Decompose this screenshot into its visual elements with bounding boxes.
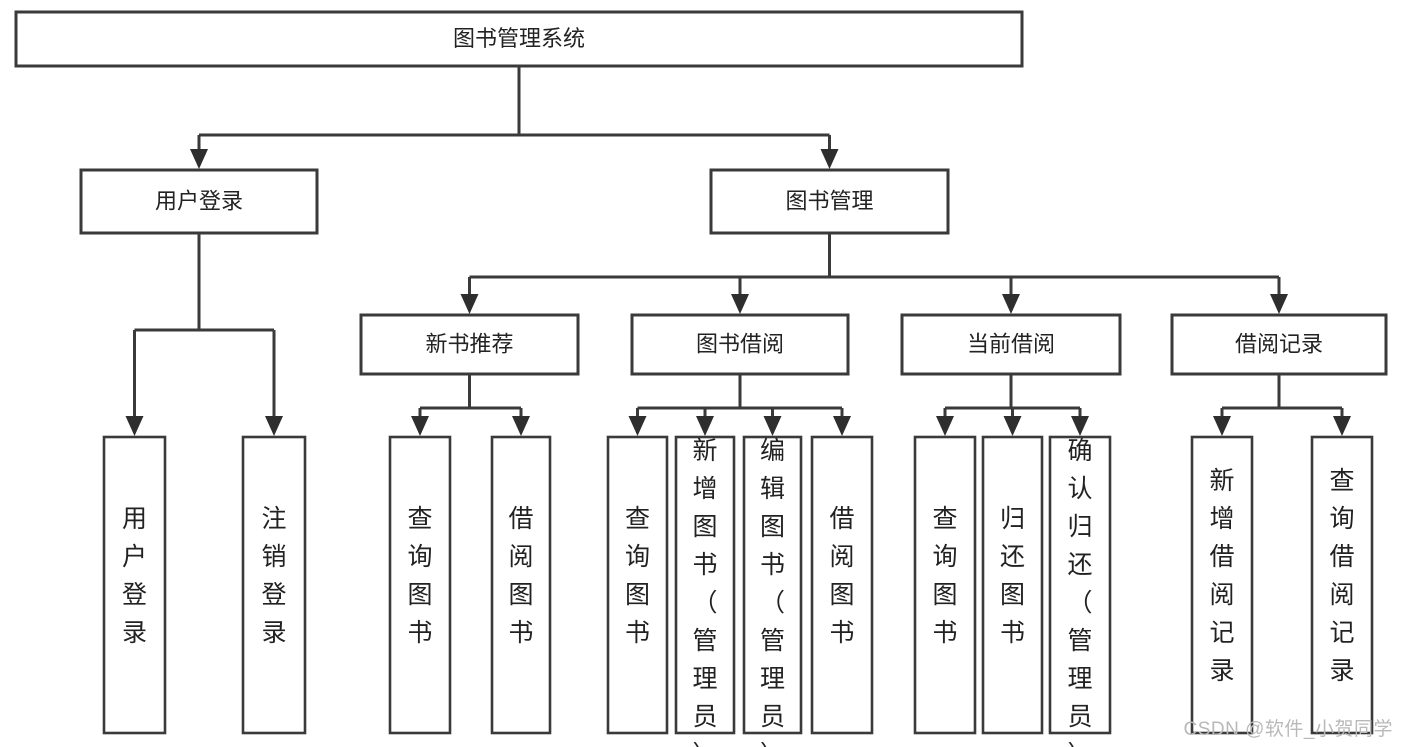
node-rect xyxy=(14,10,1024,68)
level3-node-2[interactable]: 图书借阅 xyxy=(630,313,850,376)
leaf-node-10[interactable]: 归还图书 xyxy=(981,435,1044,735)
arrow-head-icon xyxy=(411,416,429,436)
node-rect xyxy=(709,168,950,235)
node-rect xyxy=(810,435,874,735)
leaf-label: 编辑图书（管理员） xyxy=(760,437,785,747)
node-label: 当前借阅 xyxy=(967,331,1055,356)
arrow-head-icon xyxy=(265,416,283,436)
leaf-node-5[interactable]: 查询图书 xyxy=(606,435,669,735)
node-rect xyxy=(913,435,977,735)
node-rect xyxy=(241,435,307,735)
leaf-node-3[interactable]: 查询图书 xyxy=(388,435,452,735)
arrow-head-icon xyxy=(190,149,208,169)
arrow-head-icon xyxy=(125,416,144,436)
node-rect xyxy=(388,435,452,735)
arrow-head-icon xyxy=(1003,416,1022,436)
arrow-head-icon xyxy=(936,416,954,436)
node-rect xyxy=(981,435,1044,735)
leaf-label: 查询图书 xyxy=(625,505,650,647)
root-node-book-management-system[interactable]: 图书管理系统 xyxy=(14,10,1024,68)
leaf-label: 借阅图书 xyxy=(829,505,854,647)
leaf-node-1[interactable]: 用户登录 xyxy=(102,435,167,735)
node-rect xyxy=(79,168,319,235)
leaf-node-2[interactable]: 注销登录 xyxy=(241,435,307,735)
leaf-label: 查询图书 xyxy=(407,505,432,647)
node-rect xyxy=(1310,435,1374,735)
level3-node-3[interactable]: 当前借阅 xyxy=(900,313,1122,376)
node-label: 新书推荐 xyxy=(425,331,513,356)
leaf-label: 用户登录 xyxy=(122,505,147,647)
node-rect xyxy=(900,313,1122,376)
arrow-head-icon xyxy=(763,416,782,436)
leaf-label: 借阅图书 xyxy=(508,505,533,647)
arrow-head-icon xyxy=(1071,416,1089,436)
node-rect xyxy=(359,313,580,376)
level3-node-1[interactable]: 新书推荐 xyxy=(359,313,580,376)
leaf-node-11[interactable]: 确认归还（管理员） xyxy=(1048,435,1112,747)
node-label: 图书借阅 xyxy=(696,331,784,356)
level2-node-2[interactable]: 图书管理 xyxy=(709,168,950,235)
arrow-head-icon xyxy=(820,149,839,169)
node-label: 图书管理 xyxy=(785,188,873,213)
node-rect xyxy=(606,435,669,735)
node-rect xyxy=(742,435,803,735)
node-label: 用户登录 xyxy=(155,188,243,213)
node-rect xyxy=(630,313,850,376)
leaf-node-12[interactable]: 新增借阅记录 xyxy=(1190,435,1254,735)
leaf-node-8[interactable]: 借阅图书 xyxy=(810,435,874,735)
leaf-label: 确认归还（管理员） xyxy=(1067,437,1092,747)
arrow-head-icon xyxy=(1270,294,1288,314)
arrow-head-icon xyxy=(1333,416,1351,436)
node-rect xyxy=(102,435,167,735)
arrow-head-icon xyxy=(628,416,647,436)
arrow-head-icon xyxy=(460,294,479,314)
arrow-head-icon xyxy=(1213,416,1231,436)
arrow-head-icon xyxy=(512,416,530,436)
node-boxes: 图书管理系统用户登录图书管理新书推荐图书借阅当前借阅借阅记录用户登录注销登录查询… xyxy=(14,10,1388,747)
leaf-node-6[interactable]: 新增图书（管理员） xyxy=(674,435,736,747)
leaf-label: 归还图书 xyxy=(1000,505,1025,647)
level2-node-1[interactable]: 用户登录 xyxy=(79,168,319,235)
arrow-head-icon xyxy=(731,294,749,314)
leaf-label: 查询借阅记录 xyxy=(1329,467,1354,685)
node-rect xyxy=(490,435,552,735)
node-rect xyxy=(1048,435,1112,735)
leaf-node-13[interactable]: 查询借阅记录 xyxy=(1310,435,1374,735)
leaf-node-7[interactable]: 编辑图书（管理员） xyxy=(742,435,803,747)
node-rect xyxy=(1190,435,1254,735)
level3-node-4[interactable]: 借阅记录 xyxy=(1170,313,1388,376)
leaf-label: 新增图书（管理员） xyxy=(692,437,717,747)
node-rect xyxy=(1170,313,1388,376)
arrow-head-icon xyxy=(833,416,851,436)
leaf-label: 新增借阅记录 xyxy=(1209,467,1234,685)
leaf-label: 注销登录 xyxy=(261,505,286,647)
leaf-node-9[interactable]: 查询图书 xyxy=(913,435,977,735)
node-rect xyxy=(674,435,736,735)
arrow-head-icon xyxy=(696,416,714,436)
connector-lines xyxy=(125,66,1351,436)
node-label: 借阅记录 xyxy=(1235,331,1323,356)
node-label: 图书管理系统 xyxy=(453,26,585,51)
arrow-head-icon xyxy=(1002,294,1020,314)
leaf-node-4[interactable]: 借阅图书 xyxy=(490,435,552,735)
leaf-label: 查询图书 xyxy=(932,505,957,647)
